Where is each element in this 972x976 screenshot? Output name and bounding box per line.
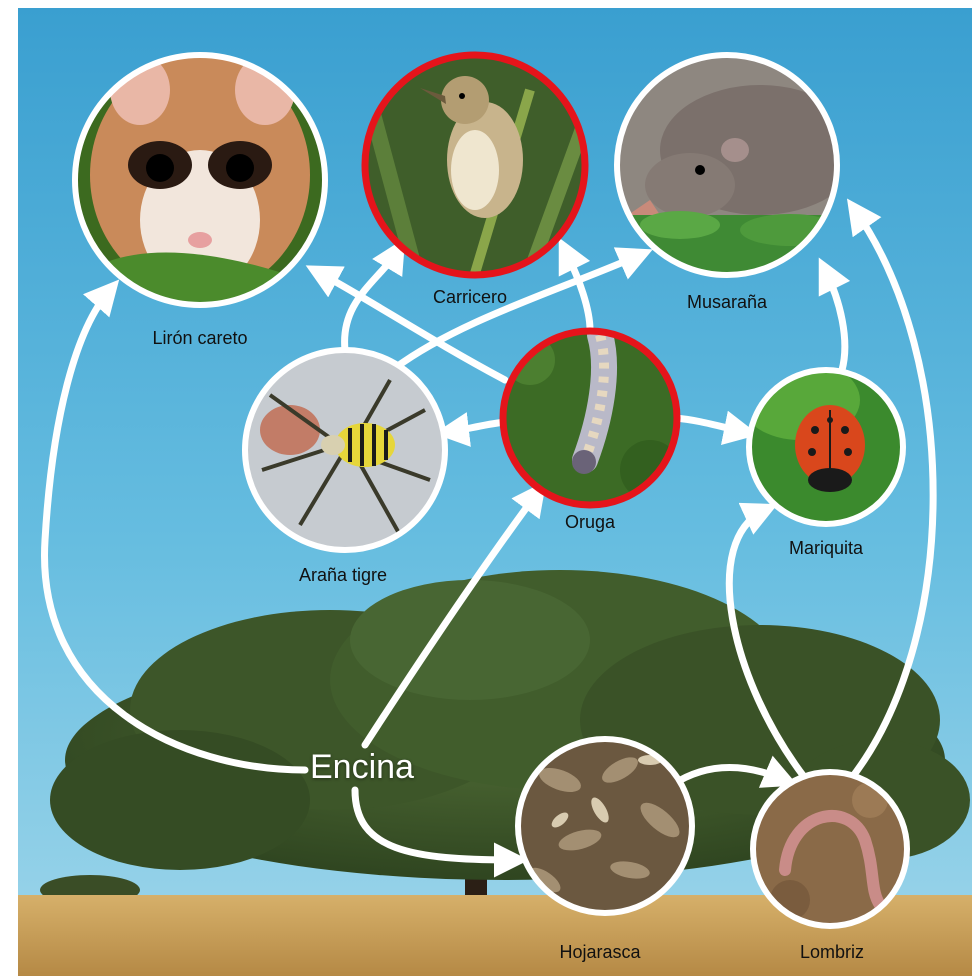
label-hojarasca: Hojarasca [559, 942, 640, 963]
node-hojarasca [515, 736, 695, 916]
label-encina: Encina [310, 748, 414, 787]
label-carricero: Carricero [433, 287, 507, 308]
label-liron: Lirón careto [152, 328, 247, 349]
label-lombriz: Lombriz [800, 942, 864, 963]
label-arana: Araña tigre [299, 565, 387, 586]
label-musarana: Musaraña [687, 292, 767, 313]
node-arana [245, 350, 445, 550]
node-lombriz [750, 770, 910, 930]
label-oruga: Oruga [565, 512, 615, 533]
label-mariquita: Mariquita [789, 538, 863, 559]
